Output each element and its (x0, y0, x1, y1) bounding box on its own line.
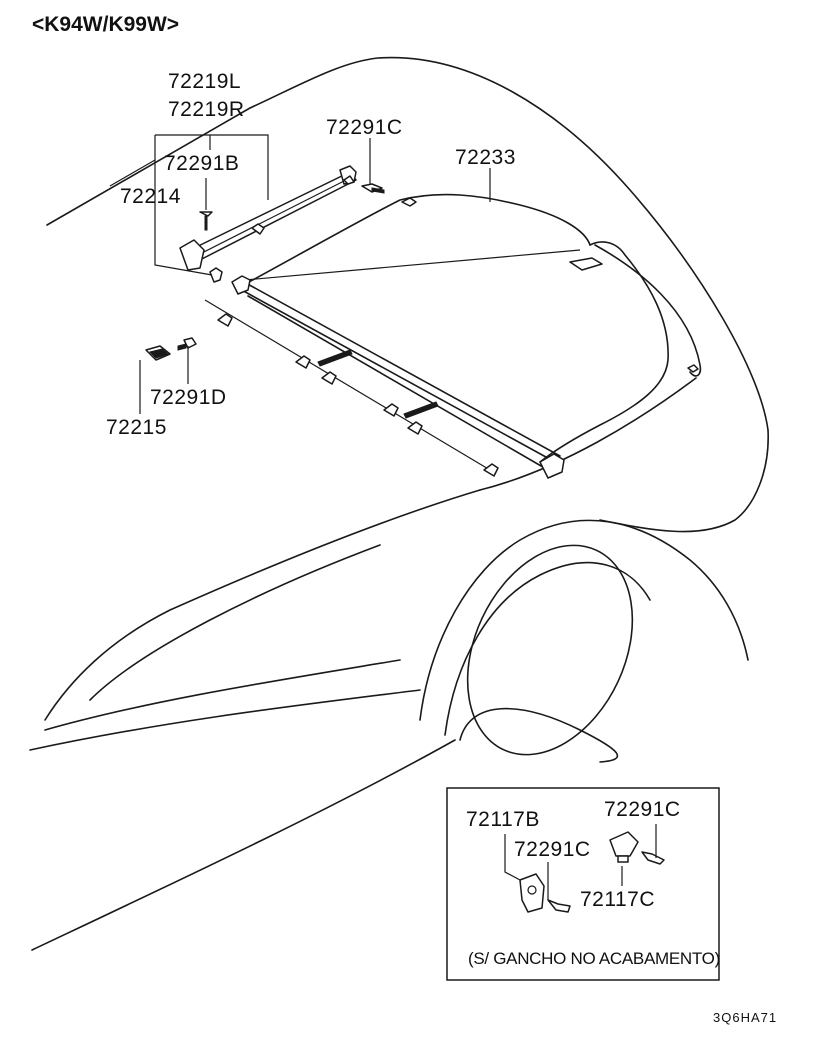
label-72214: 72214 (120, 185, 181, 208)
label-72291D: 72291D (150, 386, 227, 409)
diagram-code: 3Q6HA71 (713, 1010, 777, 1025)
label-72291B: 72291B (164, 152, 239, 175)
label-72117C: 72117C (580, 888, 655, 911)
label-72233: 72233 (455, 146, 516, 169)
label-72291C-inset: 72291C (514, 838, 591, 861)
inset-note: (S/ GANCHO NO ACABAMENTO) (468, 949, 720, 968)
loose-parts-72215-72291D (145, 337, 197, 361)
part-labels: 72219L 72219R 72291C 72233 72291B 72214 … (106, 70, 516, 439)
label-72291C-top: 72291C (326, 116, 403, 139)
inset-box: 72117B 72291C 72291C 72117C (S/ GANCHO N… (446, 787, 720, 981)
model-code-header: <K94W/K99W> (32, 13, 179, 36)
label-72291C-inset-top: 72291C (604, 798, 681, 821)
vehicle-body-outline (29, 56, 769, 951)
tonneau-cover-72233 (204, 193, 699, 479)
trim-strip-72219 (179, 165, 385, 283)
label-72219L: 72219L (168, 70, 241, 93)
label-72219R: 72219R (168, 98, 245, 121)
label-72215: 72215 (106, 416, 167, 439)
label-72117B: 72117B (466, 808, 540, 831)
leader-lines (109, 134, 491, 414)
